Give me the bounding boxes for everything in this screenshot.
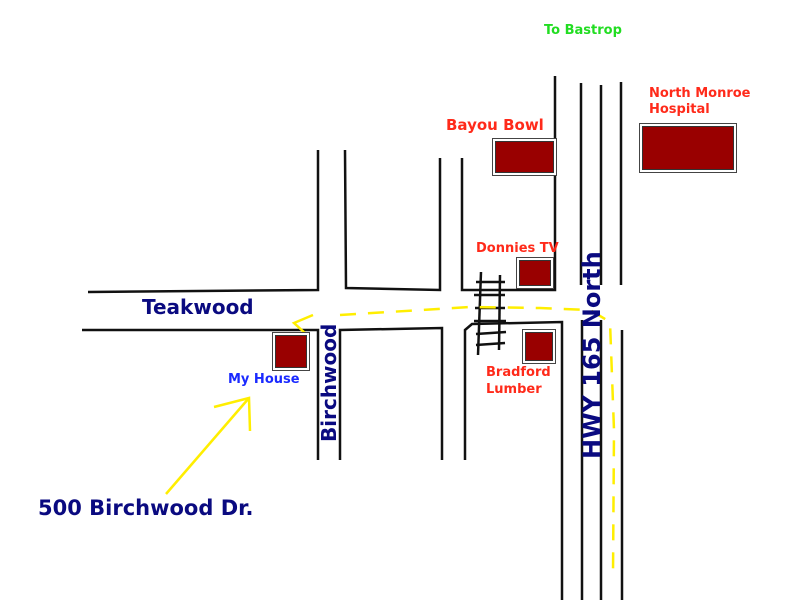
- pointer-arrowhead: [213, 396, 252, 432]
- donnies-tv-building: [519, 260, 551, 286]
- route-arrowhead: [291, 313, 314, 334]
- street-label-birchwood: Birchwood: [317, 323, 341, 442]
- home-label: My House: [228, 372, 300, 387]
- hospital-label-line-2: Hospital: [649, 102, 710, 117]
- hospital-label-line-1: North Monroe: [649, 86, 751, 101]
- bradford-label-line-1: Bradford: [486, 365, 551, 380]
- teakwood-road-top-edge: [87, 150, 320, 294]
- teakwood-road-bottom-edge: [82, 328, 320, 460]
- block-edge-north-rail: [460, 76, 557, 292]
- my-house-building: [275, 335, 307, 368]
- bayou-bowl-building: [495, 141, 554, 173]
- block-edge-south-rail: [463, 320, 564, 600]
- landmark-label-hospital: North Monroe Hospital: [649, 86, 751, 118]
- landmark-label-donnies-tv: Donnies TV: [476, 241, 559, 256]
- railroad-tracks: [474, 271, 507, 356]
- route-line: [339, 305, 616, 576]
- north-monroe-hospital-building: [642, 126, 734, 170]
- street-label-highway: HWY 165 North: [578, 251, 606, 459]
- bradford-lumber-building: [525, 332, 553, 361]
- roads: [82, 76, 624, 600]
- birchwood-road-edge: [343, 149, 442, 292]
- bradford-label-line-2: Lumber: [486, 382, 542, 397]
- street-label-teakwood: Teakwood: [142, 295, 254, 319]
- direction-label: To Bastrop: [544, 23, 622, 38]
- landmark-label-bradford-lumber: Bradford Lumber: [486, 364, 551, 398]
- block-edge-south: [338, 326, 444, 460]
- route-path: [165, 305, 616, 576]
- home-address: 500 Birchwood Dr.: [38, 496, 254, 520]
- landmark-label-bayou-bowl: Bayou Bowl: [446, 116, 544, 134]
- pointer-arrow-line: [165, 397, 250, 495]
